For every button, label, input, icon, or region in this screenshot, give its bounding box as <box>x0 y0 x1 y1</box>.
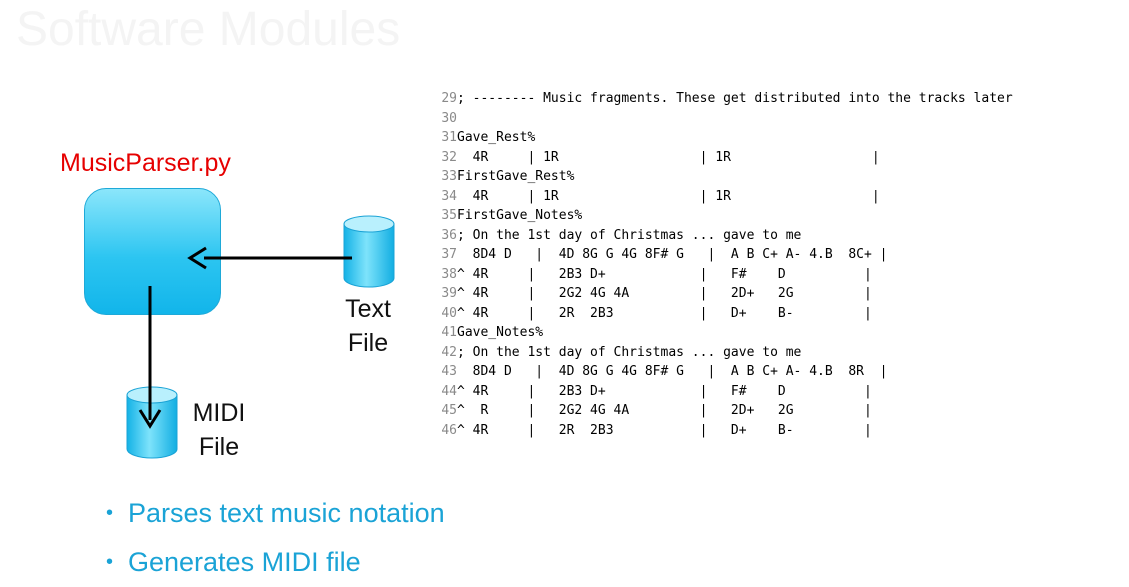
line-number: 39 <box>441 286 457 301</box>
line-number: 40 <box>441 305 457 321</box>
line-number: 43 <box>441 364 457 379</box>
code-line: 37 8D4 D | 4D 8G G 4G 8F# G | A B C+ A- … <box>435 245 1013 265</box>
line-text: ; -------- Music fragments. These get di… <box>457 91 1013 106</box>
arrowhead-left-icon <box>187 246 207 270</box>
line-number: 31 <box>441 130 457 145</box>
line-number: 38 <box>441 266 457 282</box>
line-text: 4R | 1R | 1R | <box>457 188 880 204</box>
line-number: 30 <box>441 110 457 126</box>
midi-file-label: MIDI File <box>184 396 254 464</box>
line-number: 37 <box>441 247 457 262</box>
line-text: 8D4 D | 4D 8G G 4G 8F# G | A B C+ A- 4.B… <box>457 247 888 262</box>
line-text: ^ 4R | 2B3 D+ | F# D | <box>457 383 872 399</box>
bullet-item: • Generates MIDI file <box>106 538 445 587</box>
code-line: 36; On the 1st day of Christmas ... gave… <box>435 226 1013 246</box>
component-label: MusicParser.py <box>60 149 231 177</box>
line-text: FirstGave_Rest% <box>457 169 575 184</box>
code-line: 29; -------- Music fragments. These get … <box>435 89 1013 109</box>
line-text: 4R | 1R | 1R | <box>457 149 880 165</box>
code-line: 30 <box>435 109 1013 129</box>
code-line: 38^ 4R | 2B3 D+ | F# D | <box>435 265 1013 285</box>
text-file-label-line2: File <box>347 329 389 357</box>
line-number: 44 <box>441 383 457 399</box>
line-text: ^ 4R | 2G2 4G 4A | 2D+ 2G | <box>457 286 872 301</box>
bullet-text: Generates MIDI file <box>128 547 361 577</box>
code-line: 45^ R | 2G2 4G 4A | 2D+ 2G | <box>435 401 1013 421</box>
midi-file-label-line2: File <box>198 433 240 461</box>
code-line: 46^ 4R | 2R 2B3 | D+ B- | <box>435 421 1013 441</box>
midi-file-label-line1: MIDI <box>192 399 246 427</box>
bullet-text: Parses text music notation <box>128 498 445 528</box>
line-number: 34 <box>441 188 457 204</box>
code-line: 32 4R | 1R | 1R | <box>435 148 1013 168</box>
code-line: 39^ 4R | 2G2 4G 4A | 2D+ 2G | <box>435 284 1013 304</box>
line-number: 36 <box>441 227 457 243</box>
line-text: ^ 4R | 2R 2B3 | D+ B- | <box>457 305 872 321</box>
arrowhead-down-icon <box>138 409 162 429</box>
code-line: 34 4R | 1R | 1R | <box>435 187 1013 207</box>
line-text: ^ 4R | 2B3 D+ | F# D | <box>457 266 872 282</box>
text-file-cylinder-icon <box>343 215 395 288</box>
line-number: 41 <box>441 325 457 340</box>
line-text: ^ R | 2G2 4G 4A | 2D+ 2G | <box>457 403 872 418</box>
line-number: 35 <box>441 208 457 223</box>
text-file-label: Text File <box>336 292 400 360</box>
slide-title: Software Modules <box>16 3 401 56</box>
code-listing: 29; -------- Music fragments. These get … <box>435 89 1013 441</box>
code-line: 42; On the 1st day of Christmas ... gave… <box>435 343 1013 363</box>
line-number: 32 <box>441 149 457 165</box>
text-file-label-line1: Text <box>345 295 391 323</box>
line-text: ; On the 1st day of Christmas ... gave t… <box>457 344 802 360</box>
line-text: FirstGave_Notes% <box>457 208 583 223</box>
line-number: 46 <box>441 422 457 438</box>
code-line: 43 8D4 D | 4D 8G G 4G 8F# G | A B C+ A- … <box>435 362 1013 382</box>
line-number: 29 <box>441 91 457 106</box>
bullet-dot-icon: • <box>106 502 114 524</box>
line-text: ^ 4R | 2R 2B3 | D+ B- | <box>457 422 872 438</box>
line-text: ; On the 1st day of Christmas ... gave t… <box>457 227 802 243</box>
line-text: Gave_Rest% <box>457 130 536 145</box>
bullet-dot-icon: • <box>106 551 114 573</box>
line-number: 45 <box>441 403 457 418</box>
line-text: 8D4 D | 4D 8G G 4G 8F# G | A B C+ A- 4.B… <box>457 364 888 379</box>
bullet-list: • Parses text music notation • Generates… <box>106 489 445 587</box>
line-number: 33 <box>441 169 457 184</box>
code-line: 40^ 4R | 2R 2B3 | D+ B- | <box>435 304 1013 324</box>
line-text: Gave_Notes% <box>457 325 544 340</box>
bullet-item: • Parses text music notation <box>106 489 445 538</box>
code-line: 44^ 4R | 2B3 D+ | F# D | <box>435 382 1013 402</box>
line-number: 42 <box>441 344 457 360</box>
